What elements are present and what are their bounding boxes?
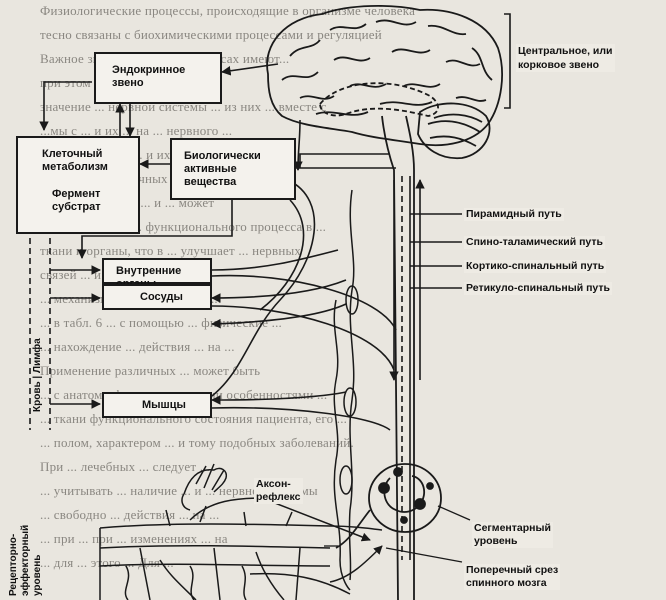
box-bioactive-line3: вещества: [184, 176, 237, 188]
box-vessels-label: Сосуды: [140, 291, 183, 303]
box-metabolism-line1: Клеточный: [42, 148, 103, 160]
label-central-line2: корковое звено: [518, 59, 600, 71]
label-spinothalamic-path: Спино-таламический путь: [464, 236, 605, 249]
brain-drawing: [266, 5, 503, 600]
box-bioactive-line2: активные: [184, 163, 237, 175]
label-receptor-effector-level: Рецепторно- эффекторный уровень: [8, 510, 44, 596]
leader-lines: [324, 505, 471, 563]
box-cell-metabolism: Клеточный метаболизм Фермент субстрат: [16, 136, 140, 234]
box-internal-organs: Внутренние органы: [102, 258, 212, 290]
label-segmental-level: Сегментарный уровень: [472, 522, 553, 548]
label-segmental-line1: Сегментарный: [474, 522, 551, 534]
label-receptor-line2: эффекторный: [20, 524, 31, 596]
box-endocrine-line2: звено: [112, 77, 144, 89]
label-corticospinal-path: Кортико-спинальный путь: [464, 260, 607, 273]
box-enzyme-line2: субстрат: [52, 201, 101, 213]
box-vessels: Сосуды: [102, 284, 212, 310]
box-bioactive-line1: Биологически: [184, 150, 261, 162]
box-endocrine-line1: Эндокринное: [112, 64, 186, 76]
box-metabolism-line2: метаболизм: [42, 161, 108, 173]
label-cross-section-line1: Поперечный срез: [466, 564, 559, 576]
label-central-level: Центральное, или корковое звено: [516, 44, 615, 72]
label-segmental-line2: уровень: [474, 535, 518, 547]
label-blood-lymph: Кровь | Лимфа: [32, 338, 43, 412]
spinal-tracts: [389, 176, 462, 560]
label-receptor-line3: уровень: [32, 554, 43, 596]
box-endocrine: Эндокринное звено: [94, 52, 222, 104]
label-cross-section-line2: спинного мозга: [466, 577, 547, 589]
label-cross-section: Поперечный срез спинного мозга: [464, 564, 561, 590]
enzyme-substrate: Фермент субстрат: [42, 188, 138, 214]
label-axon-reflex-line2: рефлекс: [256, 491, 301, 503]
label-reticulospinal-path: Ретикуло-спинальный путь: [464, 282, 612, 295]
cortex-bracket: [504, 13, 511, 109]
label-receptor-line1: Рецепторно-: [8, 533, 19, 596]
skin-layer: [99, 463, 383, 600]
label-pyramidal-path: Пирамидный путь: [464, 208, 564, 221]
label-axon-reflex-line1: Аксон-: [256, 478, 291, 490]
box-muscles-label: Мышцы: [142, 399, 186, 411]
connection-lines: [29, 63, 397, 431]
label-axon-reflex: Аксон- рефлекс: [254, 478, 303, 504]
label-central-line1: Центральное, или: [518, 45, 613, 57]
box-enzyme-line1: Фермент: [52, 188, 101, 200]
box-muscles: Мышцы: [102, 392, 212, 418]
box-bioactive-substances: Биологически активные вещества: [170, 138, 296, 200]
